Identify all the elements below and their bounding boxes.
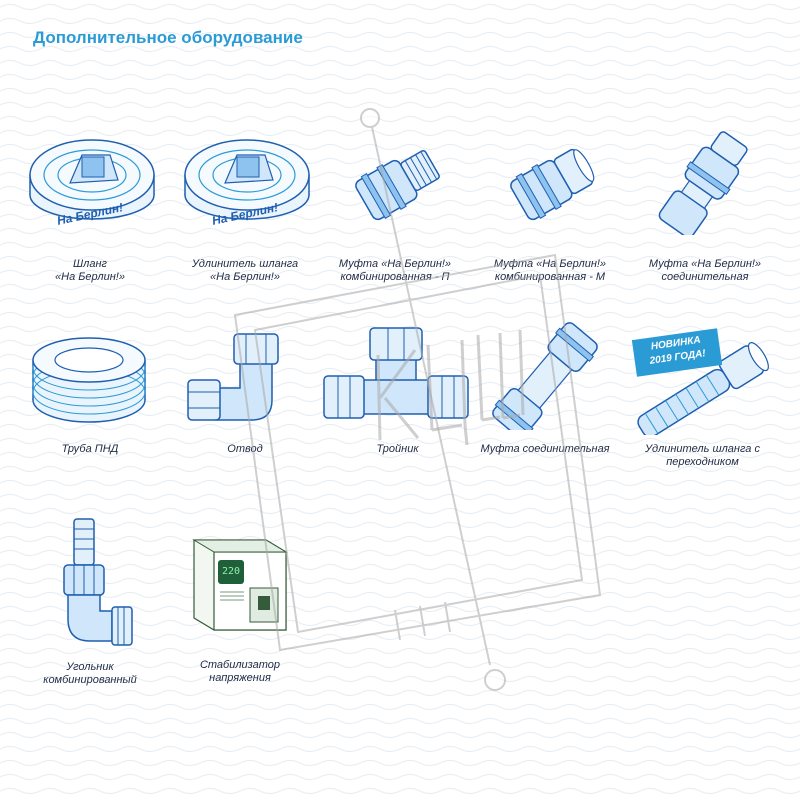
product-elbow[interactable]: Отвод (180, 320, 310, 460)
tee-fitting-icon (323, 327, 469, 419)
caption-line: Муфта «На Берлин!» (493, 258, 607, 270)
caption-line: Муфта соединительная (480, 443, 610, 455)
caption-line: Шланг (73, 258, 107, 270)
voltage-stabilizer-icon (192, 539, 288, 631)
caption-line: Отвод (227, 443, 263, 455)
caption-tee: Тройник (320, 443, 475, 456)
caption-line: Стабилизатор (199, 659, 281, 671)
caption-line: Муфта «На Берлин!» (338, 258, 452, 270)
caption-coupling-p: Муфта «На Берлин!» комбинированная - П (320, 258, 470, 284)
caption-hose: Шланг «На Берлин!» (20, 258, 160, 284)
caption-pnd-pipe: Труба ПНД (25, 443, 155, 456)
caption-line: переходником (666, 456, 739, 468)
caption-straight-coupling: Муфта соединительная (470, 443, 620, 456)
caption-coupling-connector: Муфта «На Берлин!» соединительная (630, 258, 780, 284)
caption-combined-elbow: Угольник комбинированный (30, 661, 150, 687)
coupling-p-icon (355, 149, 440, 221)
caption-line: напряжения (209, 672, 271, 684)
product-straight-coupling[interactable]: Муфта соединительная (470, 320, 620, 460)
caption-line: комбинированный (43, 674, 137, 686)
hose-reel-icon (29, 139, 155, 220)
caption-line: «На Берлин!» (210, 271, 280, 283)
product-tee[interactable]: Тройник (320, 320, 475, 460)
caption-line: Труба ПНД (61, 443, 119, 455)
product-combined-elbow[interactable]: Угольник комбинированный (30, 515, 150, 690)
product-pnd-pipe[interactable]: Труба ПНД (25, 330, 155, 460)
caption-elbow: Отвод (180, 443, 310, 456)
combined-elbow-icon (63, 518, 133, 646)
coupling-m-icon (510, 148, 595, 221)
hose-extension-reel-icon (184, 139, 310, 220)
caption-coupling-m: Муфта «На Берлин!» комбинированная - М (475, 258, 625, 284)
caption-line: соединительная (661, 271, 749, 283)
caption-line: Угольник (66, 661, 114, 673)
caption-line: «На Берлин!» (55, 271, 125, 283)
caption-line: комбинированная - П (340, 271, 450, 283)
stabilizer-display: 220 (221, 566, 241, 577)
hose-extension-adapter-icon (637, 342, 769, 435)
caption-line: Удлинитель шланга (191, 258, 299, 270)
page-title: Дополнительное оборудование (33, 28, 303, 47)
product-hose-extension-adapter[interactable]: НОВИНКА 2019 ГОДА! Удлинитель шланга с п… (620, 320, 785, 480)
product-coupling-connector[interactable]: Муфта «На Берлин!» соединительная (630, 125, 780, 285)
pnd-pipe-coil-icon (32, 337, 146, 423)
product-coupling-p[interactable]: Муфта «На Берлин!» комбинированная - П (320, 125, 470, 285)
product-coupling-m[interactable]: Муфта «На Берлин!» комбинированная - М (475, 125, 625, 285)
caption-hose-extension-adapter: Удлинитель шланга с переходником (620, 443, 785, 469)
straight-coupling-icon (492, 322, 598, 430)
product-voltage-stabilizer[interactable]: 220 Стабилизатор напряжения (180, 530, 300, 690)
product-hose-extension[interactable]: На Берлин! Удлинитель шланга «На Берлин!… (175, 125, 315, 283)
caption-voltage-stabilizer: Стабилизатор напряжения (180, 659, 300, 685)
caption-line: комбинированная - М (494, 271, 606, 283)
elbow-fitting-icon (187, 333, 279, 421)
product-hose[interactable]: На Берлин! Шланг «На Берлин!» (20, 125, 160, 283)
caption-hose-extension: Удлинитель шланга «На Берлин!» (175, 258, 315, 284)
coupling-connector-icon (658, 131, 748, 235)
caption-line: Тройник (376, 443, 419, 455)
caption-line: Муфта «На Берлин!» (648, 258, 762, 270)
caption-line: Удлинитель шланга с (645, 443, 760, 455)
